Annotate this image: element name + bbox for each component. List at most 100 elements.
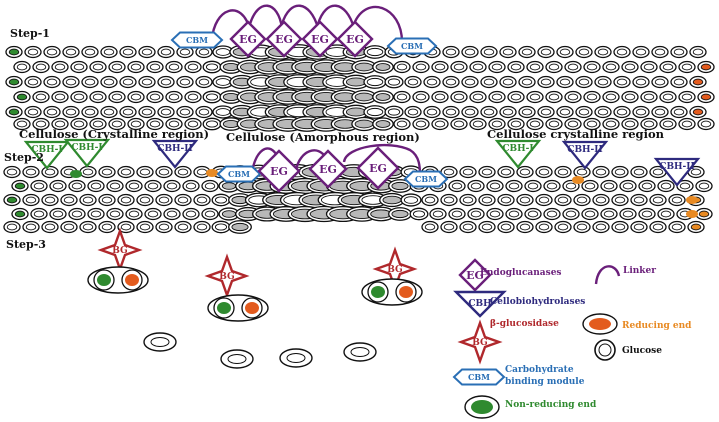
glucose-ring [92,120,104,128]
glucose-ring [375,63,391,71]
glucose-ring [597,78,609,86]
glucose-ring [470,210,482,218]
cbm-text: CBM [228,169,250,179]
glucose-ring [557,168,569,176]
glucose-ring [52,182,64,190]
glucose-ring [158,196,170,204]
glucose-ring [221,210,237,218]
glucose-ring [681,63,693,71]
glucose-ring [354,62,374,72]
glucose-ring [548,93,560,101]
glucose-ring [624,93,636,101]
glucose-ring [8,108,20,116]
glucose-ring [481,168,493,176]
glucose-ring [128,182,140,190]
glucose-ring [130,120,142,128]
glucose-ring [407,108,419,116]
glucose-ring [16,63,28,71]
linker-step1-c [280,4,320,29]
glucose-ring [177,223,189,231]
step-3-label: Step-3 [6,238,46,251]
legend-cbh-text: CBH [468,299,492,309]
glucose-ring [382,195,402,205]
glucose-ring [415,63,427,71]
glucose-ring [491,63,503,71]
glucose-ring [158,168,170,176]
glucose-ring [350,347,370,357]
eg-text: EG [270,165,288,178]
cbm-step2-left [216,165,262,183]
glucose-ring [92,93,104,101]
glucose-ring [538,168,550,176]
glucose-ring [215,78,231,86]
legend-non-reducing-fill [471,400,493,414]
legend-cbm-label-line2: binding module [505,377,585,387]
glucose-ring [187,63,199,71]
glucose-ring [679,182,691,190]
glucose-ring [453,93,465,101]
glucose-ring [214,223,228,231]
glucose-ring [109,182,121,190]
glucose-ring [149,63,161,71]
linker-step1-b [248,4,284,29]
glucose-ring [595,168,607,176]
glucose-ring [366,47,384,57]
glucose-ring [73,63,85,71]
glucose-ring [426,108,438,116]
glucose-ring [451,210,463,218]
eg-step2-2 [308,149,348,189]
eg-text: EG [311,33,329,46]
glucose-ring [354,119,374,129]
glucose-ring [396,120,408,128]
glucose-ring [597,108,609,116]
legend-cbh-icon [453,290,507,318]
glucose-ring [222,92,240,102]
glucose-ring [35,63,47,71]
glucose-ring [205,63,219,71]
glucose-ring [130,93,142,101]
glucose-ring [662,63,674,71]
glucose-ring [451,182,463,190]
glucose-ring [614,168,626,176]
glucose-ring [548,63,560,71]
glucose-ring [354,92,374,102]
glucose-ring [403,196,419,204]
glucose-ring [671,223,683,231]
glucose-ring [158,223,170,231]
reducing-end-marker [686,210,698,218]
glucose-ring [641,182,653,190]
glucose-ring [177,168,189,176]
glucose-ring [529,120,541,128]
cbm-step1-left [170,31,224,49]
glucose-ring [698,182,710,190]
glucose-ring [424,223,436,231]
glucose-ring [16,93,28,101]
glucose-ring [595,223,607,231]
non-reducing-end-marker [97,274,111,286]
glucose-ring [481,223,493,231]
legend-cbh-label: Cellobiohydrolases [490,297,585,307]
glucose-ring [25,168,37,176]
glucose-ring [214,196,228,204]
eg-step1-3 [301,20,339,58]
glucose-ring [565,182,577,190]
glucose-ring [652,196,664,204]
cbh1-step2-left-a [23,140,71,170]
glucose-ring [567,120,579,128]
glucose-ring [633,196,645,204]
glucose-ring [434,120,446,128]
glucose-ring [578,48,590,56]
eg-text: EG [275,33,293,46]
glucose-ring [700,93,712,101]
glucose-ring [462,196,474,204]
glucose-ring [443,168,455,176]
glucose-ring [120,196,132,204]
glucose-ring [139,168,151,176]
glucose-ring [692,108,704,116]
glucose-ring [215,48,231,56]
glucose-ring [464,48,476,56]
glucose-ring [6,168,18,176]
glucose-ring [633,168,645,176]
glucose-ring [84,78,96,86]
